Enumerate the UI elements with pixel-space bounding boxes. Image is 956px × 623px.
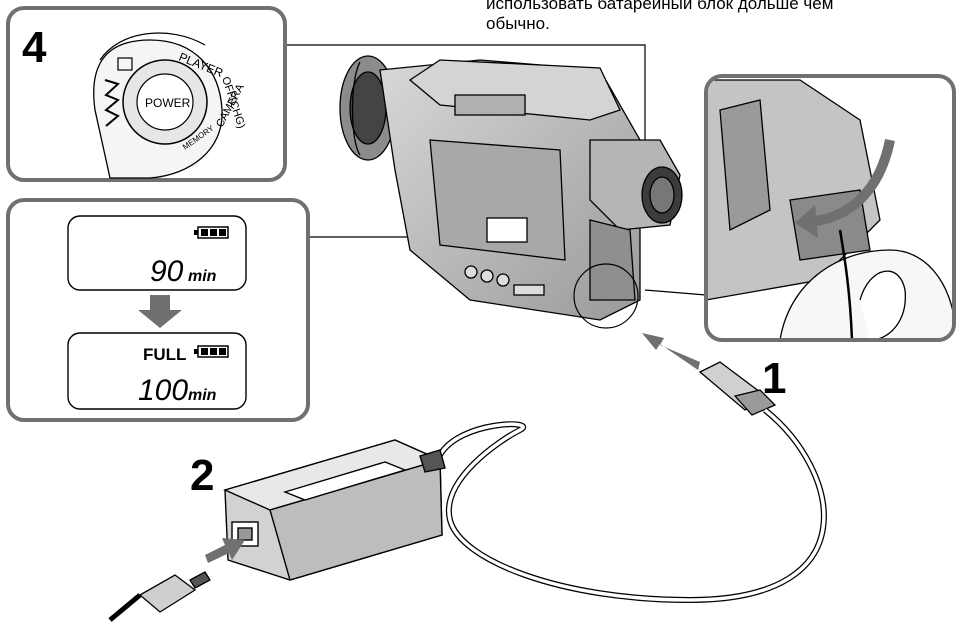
lcd-time-unit: min	[188, 268, 217, 285]
dc-plug	[698, 361, 777, 416]
caption-text: использовать батарейный блок дольше чем …	[486, 0, 956, 34]
power-label: POWER	[145, 96, 191, 110]
ac-adaptor	[222, 439, 446, 581]
battery-icon	[194, 226, 229, 239]
insert-arrow-icon	[642, 333, 700, 370]
lcd-time-value: 90	[150, 255, 184, 288]
lcd-full-label: FULL	[143, 345, 186, 364]
camcorder	[339, 55, 683, 321]
lcd-full-time-value: 100	[138, 374, 188, 407]
battery-icon	[194, 345, 229, 358]
lcd-full-time-unit: min	[188, 387, 217, 404]
dc-in-detail-panel	[704, 74, 956, 342]
lcd-panel: 90 min FULL 100 min	[6, 198, 310, 422]
down-arrow-icon	[138, 295, 182, 328]
caption-line-2: обычно.	[486, 14, 550, 33]
step-2-label: 2	[190, 451, 214, 500]
step-1-label: 1	[762, 354, 786, 403]
caption-line-1: использовать батарейный блок дольше чем	[486, 0, 834, 13]
dc-in-highlight-circle	[573, 263, 639, 329]
step-4-label: 4	[22, 23, 47, 72]
mains-plug	[108, 571, 211, 622]
dc-cable	[437, 407, 827, 604]
power-plug-arrow-icon	[205, 538, 245, 563]
power-switch-panel: 4 POWER PLAYER OFF(CHG) CAMERA MEMORY	[6, 6, 287, 182]
